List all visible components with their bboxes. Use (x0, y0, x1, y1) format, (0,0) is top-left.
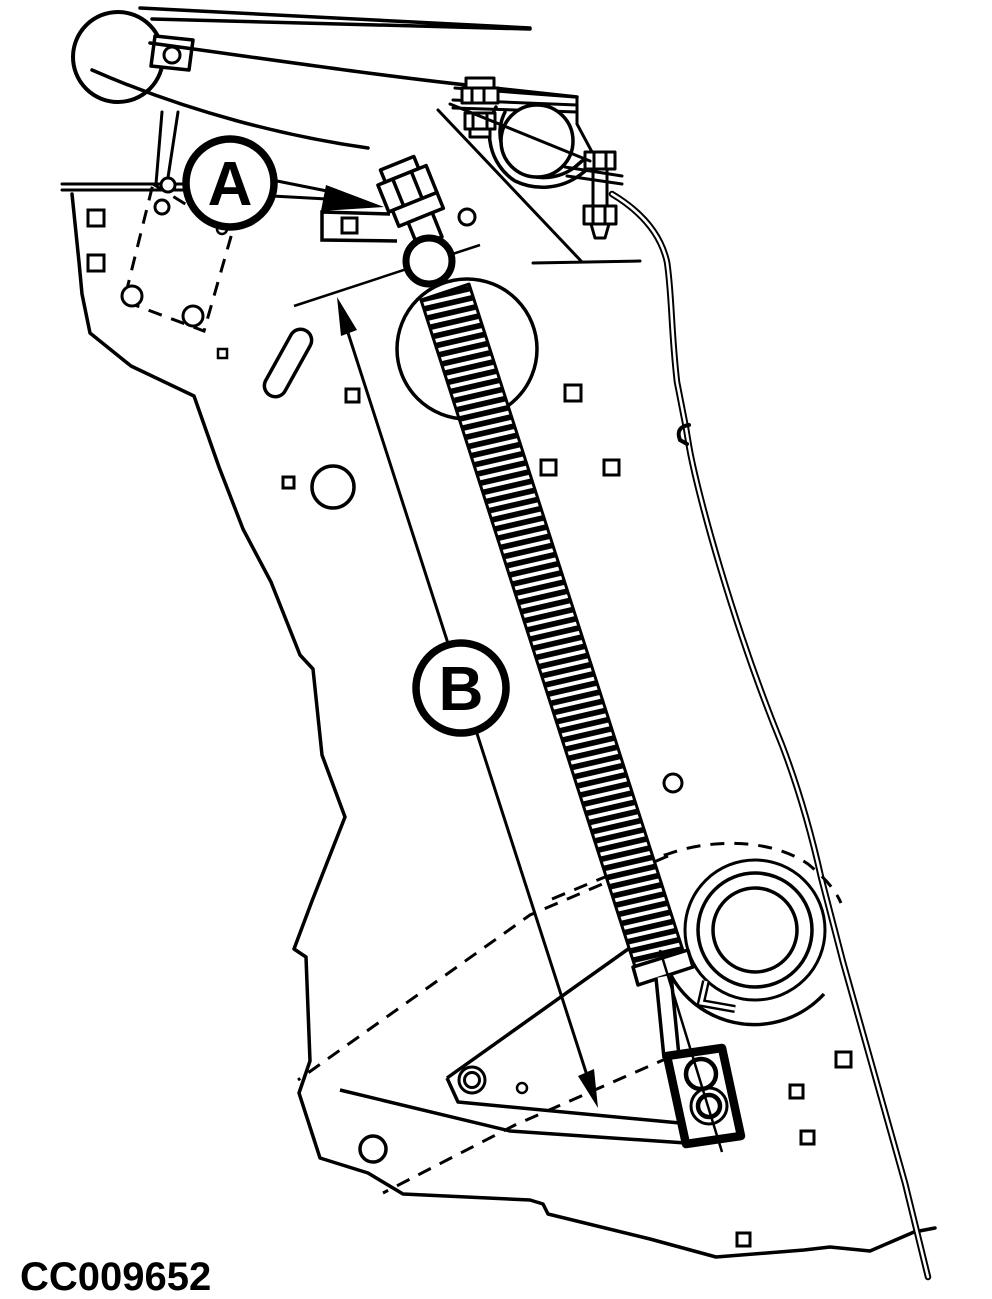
spring-axis-line (658, 949, 724, 1153)
spring-assembly (293, 154, 746, 1153)
idler-arm (71, 6, 579, 186)
mount-notch (320, 210, 398, 243)
callout-b-circle (412, 639, 510, 737)
callout-b-label: B (439, 655, 484, 724)
pivot-links (154, 110, 180, 186)
figure-caption: CC009652 (20, 1255, 211, 1299)
leader-arrowhead-a (321, 185, 384, 211)
arrowhead-up (337, 297, 357, 336)
plate-holes (86, 176, 853, 1248)
lower-gusset (339, 940, 687, 1145)
arrowhead-down (578, 1069, 598, 1108)
callout-b: B (412, 639, 510, 737)
pulley-hub (657, 858, 827, 1027)
callout-a-circle (182, 135, 278, 231)
oval-slot (262, 327, 314, 399)
pipe-clamp-bracket (436, 76, 642, 265)
spring-end-collar (631, 948, 695, 987)
guard-edge (608, 190, 932, 1281)
gusset-lines (436, 102, 642, 265)
spring-eyelet (402, 234, 456, 288)
roller (71, 10, 165, 104)
clamp-bolt-right (563, 150, 624, 240)
arm-pivot-plate (149, 34, 195, 72)
cable-hook (676, 423, 691, 446)
extension-spring-coil (419, 282, 688, 978)
callout-a: A (182, 135, 384, 231)
callout-a-label: A (208, 150, 253, 219)
spring-anchor-bolt (376, 154, 446, 249)
